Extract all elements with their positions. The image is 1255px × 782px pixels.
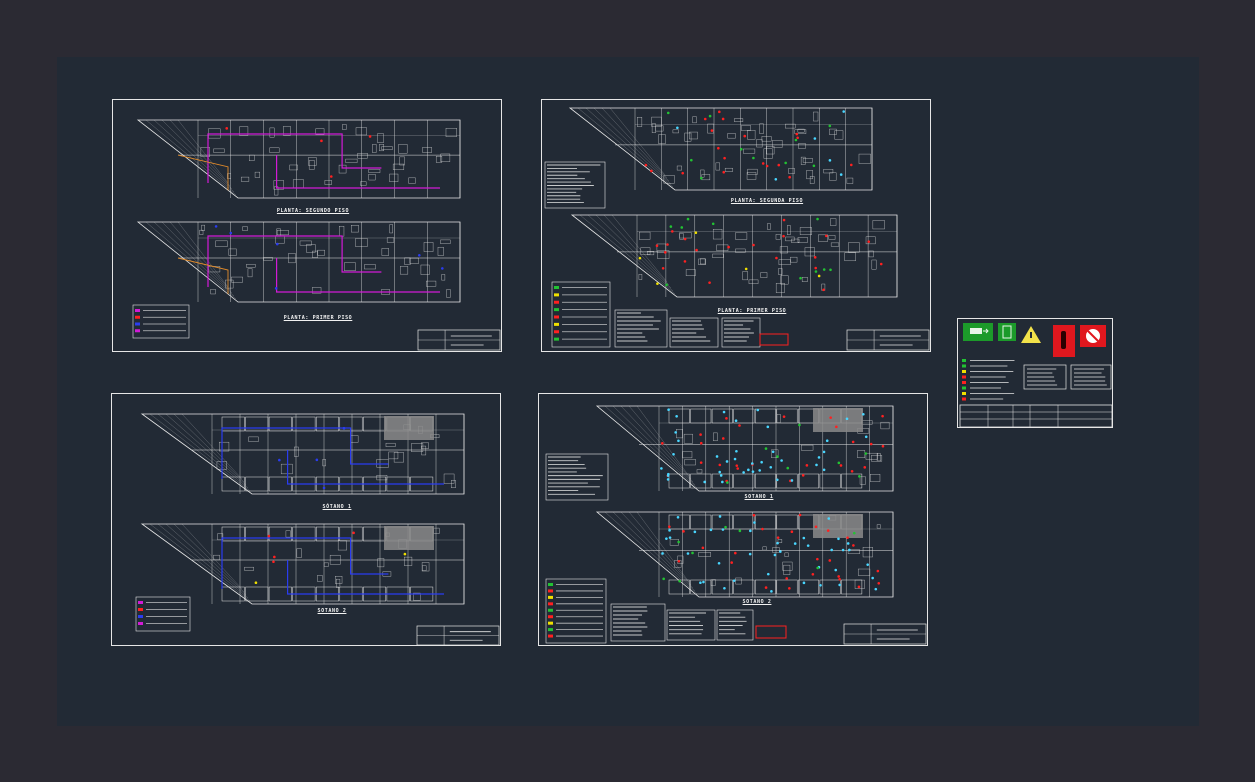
plan-title-upper: SÓTANO 1 — [322, 504, 352, 510]
fire-extinguisher-icon — [1053, 325, 1075, 357]
notes-block — [669, 317, 719, 348]
cad-model-space[interactable]: PLANTA: SEGUNDO PISO PLANTA: PRIMER PISO… — [57, 57, 1199, 726]
floor-plan — [568, 107, 873, 191]
drawing-sheet-3[interactable]: SÓTANO 1 SOTANO 2 — [111, 393, 501, 646]
notes-block — [721, 317, 761, 348]
plan-title-upper: PLANTA: SEGUNDO PISO — [276, 208, 350, 214]
warning-triangle-icon — [1020, 323, 1042, 351]
plan-title-lower: PLANTA: PRIMER PISO — [283, 315, 353, 321]
plan-title-lower: SOTANO 2 — [317, 608, 347, 614]
legend-table — [551, 281, 611, 348]
sheet-4-drawing — [545, 405, 927, 645]
title-block — [846, 329, 930, 351]
exit-sign-icon — [963, 323, 993, 341]
notes-block — [716, 609, 754, 641]
legend-table — [545, 578, 607, 644]
legend-table — [132, 304, 190, 339]
notes-block — [666, 609, 716, 641]
floor-plan — [136, 119, 461, 199]
floor-plan — [140, 413, 465, 495]
notes-block — [614, 309, 668, 348]
notes-block — [610, 603, 666, 642]
drawing-sheet-1[interactable]: PLANTA: SEGUNDO PISO PLANTA: PRIMER PISO — [112, 99, 502, 352]
sheet-2-drawing — [544, 107, 930, 351]
title-block — [416, 625, 500, 646]
notes-block — [544, 161, 606, 209]
plan-title-upper: SOTANO 1 — [744, 494, 774, 500]
legend-table — [135, 596, 191, 632]
sheet-1-drawing — [132, 119, 501, 351]
notes-box — [1023, 364, 1067, 390]
title-block — [843, 623, 927, 645]
highlight-box — [755, 625, 787, 639]
floor-plan — [140, 523, 465, 605]
drawing-sheet-2[interactable]: PLANTA: SEGUNDA PISO PLANTA: PRIMER PISO — [541, 99, 931, 352]
symbol-legend-list — [962, 359, 1015, 401]
floor-plan — [570, 214, 898, 298]
exit-door-icon — [998, 323, 1016, 341]
plan-title-upper: PLANTA: SEGUNDA PISO — [730, 198, 804, 204]
sheet-3-drawing — [135, 413, 500, 646]
floor-plan — [595, 511, 894, 598]
notes-block — [545, 453, 609, 501]
notes-box — [1070, 364, 1112, 390]
title-block — [959, 404, 1113, 428]
no-smoking-icon — [1080, 325, 1106, 347]
highlight-box — [759, 333, 789, 346]
plan-title-lower: PLANTA: PRIMER PISO — [717, 308, 787, 314]
legend-sheet-drawing — [959, 323, 1113, 428]
drawing-sheet-4[interactable]: SOTANO 1 SOTANO 2 — [538, 393, 928, 646]
floor-plan — [136, 221, 461, 303]
plan-title-lower: SOTANO 2 — [742, 599, 772, 605]
floor-plan — [595, 405, 894, 492]
title-block — [417, 329, 501, 351]
legend-sheet[interactable] — [957, 318, 1113, 428]
